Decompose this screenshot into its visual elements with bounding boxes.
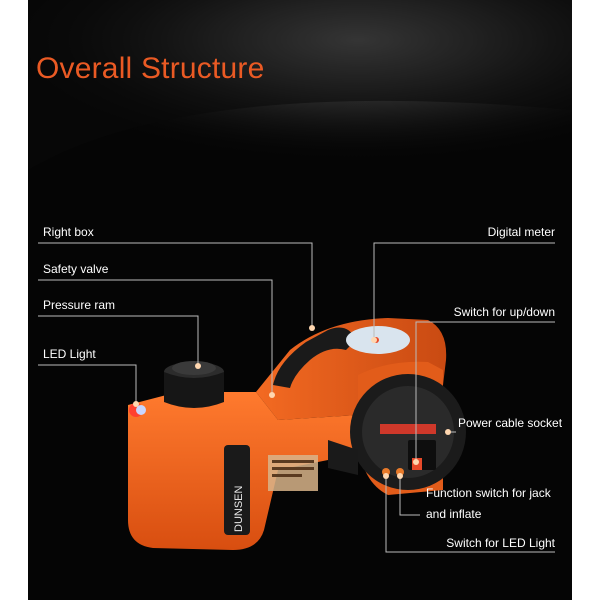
- sticker-line: [272, 460, 314, 463]
- leader-right-box: [38, 242, 313, 328]
- brand-badge: [224, 445, 250, 535]
- label-safety-valve: Safety valve: [43, 262, 109, 276]
- leader-led-light: [38, 364, 137, 404]
- led-lens: [136, 405, 146, 415]
- brand-logo: DUNSEN: [233, 485, 245, 532]
- side-strap: [328, 440, 358, 475]
- leader-lines: [38, 242, 555, 553]
- label-led-switch: Switch for LED Light: [446, 536, 555, 550]
- leader-led-switch: [385, 476, 555, 553]
- pressure-ram: [164, 372, 224, 408]
- page-title: Overall Structure: [36, 52, 265, 85]
- leader-function-switch: [399, 476, 420, 516]
- jack-illustration: DUNSEN: [38, 242, 555, 553]
- product-banner: Overall Structure: [28, 0, 572, 600]
- leader-pressure-ram: [38, 315, 199, 366]
- label-pressure-ram: Pressure ram: [43, 298, 116, 312]
- leader-switch-up-down: [415, 321, 555, 462]
- label-led-light: LED Light: [43, 347, 96, 361]
- label-switch-up-down: Switch for up/down: [453, 305, 555, 319]
- label-function-switch: Function switch for jack and inflate: [426, 486, 551, 521]
- carry-handle: [273, 327, 356, 388]
- label-digital-meter: Digital meter: [487, 225, 555, 239]
- reel-label: [380, 424, 436, 434]
- label-right-box: Right box: [43, 225, 94, 239]
- pressure-ram-cap: [172, 361, 216, 375]
- label-power-cable-socket: Power cable socket: [458, 416, 563, 430]
- background-glow: [28, 0, 572, 600]
- sticker-line: [272, 474, 302, 477]
- leader-safety-valve: [38, 279, 273, 395]
- sticker-line: [272, 467, 314, 470]
- leader-dots: [133, 325, 451, 479]
- leader-digital-meter: [373, 242, 555, 340]
